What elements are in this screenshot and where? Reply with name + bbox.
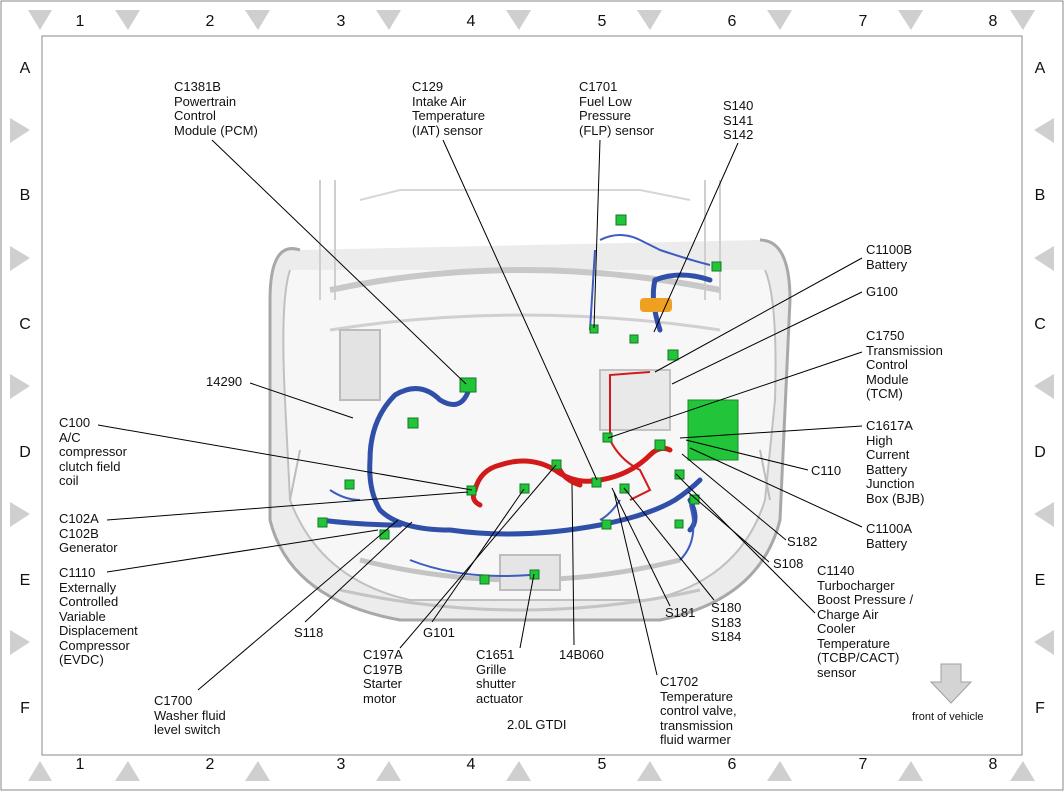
callout-c197a: C197A C197B Starter motor xyxy=(363,647,403,706)
row-label-right: E xyxy=(1034,572,1046,589)
callout-c129: C129 Intake Air Temperature (IAT) sensor xyxy=(412,79,485,138)
callout-c1617a: C1617A High Current Battery Junction Box… xyxy=(866,418,925,506)
row-label-left: D xyxy=(19,444,31,461)
front-of-vehicle-label: front of vehicle xyxy=(912,711,984,723)
leader-lines xyxy=(97,139,863,691)
callout-c1100a: C1100A Battery xyxy=(866,521,913,551)
callout-c1100b: C1100B Battery xyxy=(866,242,913,272)
col-label-top: 8 xyxy=(988,13,998,30)
callout-c102a: C102A C102B Generator xyxy=(59,511,118,555)
callout-c1702: C1702 Temperature control valve, transmi… xyxy=(660,674,737,747)
col-label-top: 7 xyxy=(858,13,868,30)
row-label-left: B xyxy=(19,187,31,204)
row-label-right: C xyxy=(1034,316,1046,333)
callout-c1651: C1651 Grille shutter actuator xyxy=(476,647,523,706)
callout-c110: C110 xyxy=(811,463,842,478)
callout-c1110: C1110 Externally Controlled Variable Dis… xyxy=(59,565,138,667)
col-label-bottom: 2 xyxy=(205,756,215,773)
col-label-top: 5 xyxy=(597,13,607,30)
col-label-top: 4 xyxy=(466,13,476,30)
col-label-top: 1 xyxy=(75,13,85,30)
row-label-right: B xyxy=(1034,187,1046,204)
frame-markers xyxy=(10,10,1054,781)
callout-14290: 14290 xyxy=(206,374,243,389)
callout-s108: S108 xyxy=(773,556,804,571)
col-label-bottom: 8 xyxy=(988,756,998,773)
callout-c1750: C1750 Transmission Control Module (TCM) xyxy=(866,328,943,401)
callout-c1700: C1700 Washer fluid level switch xyxy=(154,693,226,737)
col-label-top: 6 xyxy=(727,13,737,30)
callout-c1140: C1140 Turbocharger Boost Pressure / Char… xyxy=(817,563,914,680)
row-label-left: E xyxy=(19,572,31,589)
front-arrow-icon xyxy=(929,663,973,704)
inner-border xyxy=(41,35,1023,756)
col-label-bottom: 5 xyxy=(597,756,607,773)
row-label-right: D xyxy=(1034,444,1046,461)
row-label-right: F xyxy=(1035,700,1045,717)
callout-g100: G100 xyxy=(866,284,898,299)
engine-label: 2.0L GTDI xyxy=(507,717,567,732)
callout-s180: S180 S183 S184 xyxy=(711,600,742,644)
orange-component xyxy=(640,298,672,312)
bjb-block xyxy=(687,399,739,461)
callout-s118: S118 xyxy=(294,625,324,640)
callout-s181: S181 xyxy=(665,605,696,620)
callout-c100: C100 A/C compressor clutch field coil xyxy=(59,415,127,488)
callout-14b060: 14B060 xyxy=(559,647,604,662)
row-label-left: A xyxy=(19,60,31,77)
thin-red-wires xyxy=(609,371,652,501)
col-label-bottom: 3 xyxy=(336,756,346,773)
row-label-left: F xyxy=(20,700,30,717)
callout-s182: S182 xyxy=(787,534,818,549)
col-label-bottom: 4 xyxy=(466,756,476,773)
callout-c1701: C1701 Fuel Low Pressure (FLP) sensor xyxy=(579,79,655,138)
callout-s140: S140 S141 S142 xyxy=(723,98,754,142)
row-label-right: A xyxy=(1034,60,1046,77)
callout-g101: G101 xyxy=(423,625,455,640)
row-label-left: C xyxy=(19,316,31,333)
col-label-bottom: 7 xyxy=(858,756,868,773)
callout-c1381b: C1381B Powertrain Control Module (PCM) xyxy=(174,79,258,138)
col-label-top: 2 xyxy=(205,13,215,30)
col-label-bottom: 6 xyxy=(727,756,737,773)
col-label-bottom: 1 xyxy=(75,756,85,773)
col-label-top: 3 xyxy=(336,13,346,30)
